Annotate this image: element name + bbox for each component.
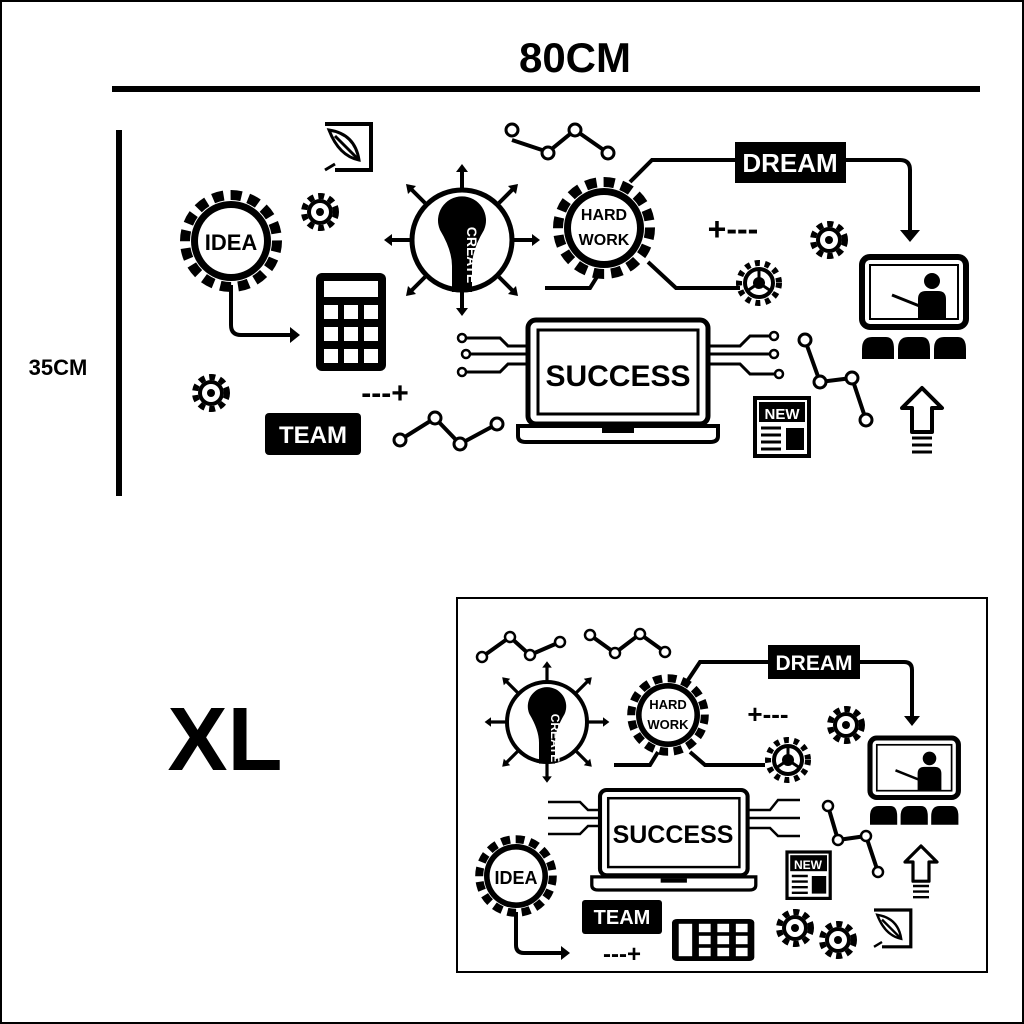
zigzag-line [826, 805, 880, 873]
lightbulb-icon [485, 661, 610, 783]
hard-label: HARD [649, 697, 687, 712]
width-dimension-line [112, 86, 980, 92]
new-label: NEW [765, 406, 801, 423]
team-label: TEAM [279, 422, 347, 449]
create-label: CREATE [548, 714, 562, 762]
width-dimension-label: 80CM [519, 34, 631, 81]
plus-dash-label: +--- [708, 211, 759, 247]
new-label: NEW [794, 858, 823, 872]
zigzag-line [511, 127, 610, 155]
height-dimension-line [116, 130, 122, 496]
dream-label: DREAM [742, 148, 837, 178]
hard-label: HARD [581, 207, 627, 224]
zigzag-line [480, 631, 667, 659]
hard-work-gear-icon [631, 678, 705, 752]
arrow-head-icon [290, 327, 300, 343]
idea-label: IDEA [205, 230, 258, 255]
size-label: XL [167, 690, 282, 790]
hard-work-gear-icon [558, 182, 650, 274]
create-label: CREATE [464, 227, 480, 284]
arrow-line [514, 912, 562, 955]
circuit-lines [548, 798, 800, 838]
connector-line [545, 260, 740, 290]
circuit-lines [465, 334, 775, 376]
arrow-head-icon [561, 946, 570, 960]
lightbulb-icon [384, 164, 540, 316]
idea-label: IDEA [494, 868, 537, 888]
arrow-head-icon [904, 716, 920, 726]
zigzag-line [398, 415, 498, 447]
arrow-line [229, 285, 292, 337]
zigzag-line [803, 339, 868, 421]
dream-connector-line [628, 158, 912, 232]
dream-label: DREAM [776, 652, 853, 675]
team-label: TEAM [594, 907, 651, 929]
calculator-icon [316, 273, 386, 371]
team-badge [582, 900, 662, 934]
dream-badge [768, 645, 860, 679]
main-design: IDEA CREATE HARD WORK DREAM +--- SUCCESS… [185, 122, 966, 458]
connector-line [614, 660, 914, 767]
success-label: SUCCESS [545, 360, 690, 393]
success-label: SUCCESS [613, 821, 734, 849]
arrow-head-icon [900, 230, 920, 242]
dash-plus-label: ---+ [361, 377, 409, 410]
plus-dash-label: +--- [747, 699, 788, 729]
work-label: WORK [647, 717, 689, 732]
work-label: WORK [579, 232, 630, 249]
calculator-icon [672, 919, 755, 961]
dream-badge [735, 142, 846, 183]
xl-preview-design: CREATE HARD WORK DREAM +--- SUCCESS NEW … [477, 627, 958, 968]
dash-plus-label: ---+ [603, 941, 641, 968]
height-dimension-label: 35CM [29, 355, 88, 380]
team-badge [265, 413, 361, 455]
